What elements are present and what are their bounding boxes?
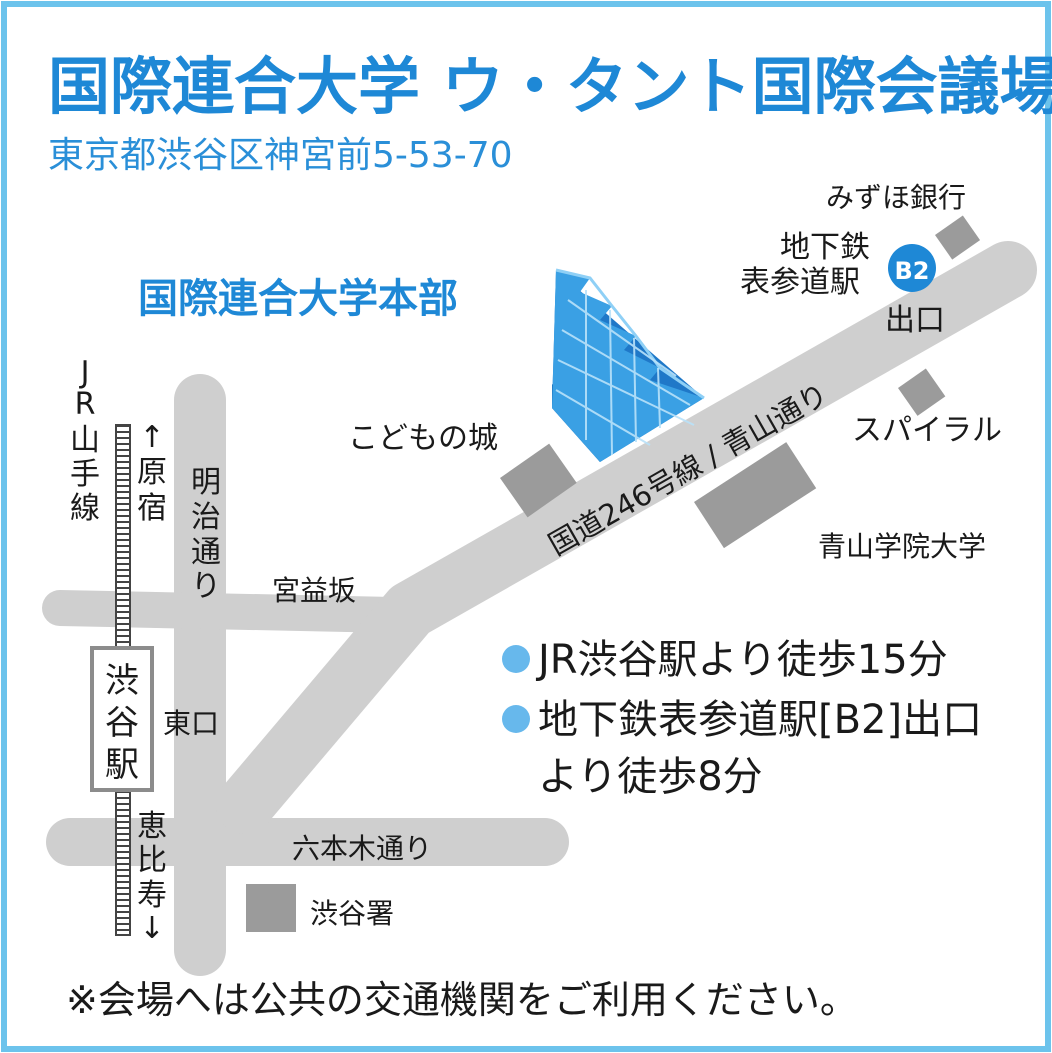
exit-label: 出口	[885, 303, 945, 338]
roppongi-dori-label: 六本木通り	[292, 832, 432, 865]
access-subway: 地下鉄表参道駅[B2]出口	[538, 697, 982, 743]
svg-text:原: 原	[137, 455, 167, 490]
unu-hq-building-icon	[552, 268, 705, 462]
shibuya-station-box	[90, 646, 154, 792]
b2-exit-badge-text: B2	[895, 257, 930, 285]
svg-text:渋: 渋	[105, 661, 139, 701]
subway-label: 地下鉄	[780, 230, 870, 265]
harajuku-direction: ↑ 原 宿	[137, 420, 167, 526]
unu-hq-label: 国際連合大学本部	[138, 276, 458, 322]
svg-text:恵: 恵	[137, 809, 167, 844]
svg-text:線: 線	[70, 491, 100, 526]
svg-text:治: 治	[191, 500, 221, 535]
bullet-icon	[502, 645, 530, 673]
svg-text:駅: 駅	[105, 745, 139, 785]
svg-text:↓: ↓	[139, 911, 164, 946]
bullet-icon	[502, 705, 530, 733]
svg-text:手: 手	[70, 457, 100, 492]
aoyama-gakuin-block	[694, 442, 817, 549]
shibuya-station-label: 渋 谷 駅	[105, 661, 139, 785]
svg-text:山: 山	[70, 423, 100, 458]
svg-text:り: り	[191, 569, 221, 604]
road-route246	[216, 241, 1037, 834]
svg-text:明: 明	[191, 465, 221, 500]
spiral-label: スパイラル	[852, 413, 1002, 448]
kodomo-no-shiro-block	[499, 443, 577, 518]
svg-text:R: R	[75, 387, 96, 422]
svg-text:通: 通	[191, 535, 221, 570]
road-network	[42, 241, 1037, 976]
public-transport-note: ※会場へは公共の交通機関をご利用ください。	[66, 978, 858, 1022]
svg-text:J: J	[79, 355, 90, 390]
road-miyamasu	[42, 590, 413, 633]
aoyama-gakuin-label: 青山学院大学	[818, 530, 986, 563]
miyamasu-zaka-label: 宮益坂	[272, 574, 356, 607]
access-info: JR渋谷駅より徒歩15分 地下鉄表参道駅[B2]出口 より徒歩8分	[502, 637, 982, 800]
ebisu-direction: 恵 比 寿 ↓	[137, 809, 167, 946]
svg-text:谷: 谷	[105, 703, 139, 743]
svg-text:宿: 宿	[137, 491, 167, 526]
mizuho-block	[935, 215, 981, 260]
shibuya-police-block	[246, 884, 296, 932]
access-subway-walk: より徒歩8分	[538, 754, 763, 800]
venue-address: 東京都渋谷区神宮前5-53-70	[48, 135, 513, 176]
meiji-dori-label: 明 治 通 り	[191, 465, 221, 604]
kodomo-no-shiro-label: こどもの城	[348, 421, 498, 456]
svg-text:↑: ↑	[139, 420, 164, 455]
shibuya-police-label: 渋谷署	[310, 897, 394, 930]
spiral-block	[898, 368, 946, 416]
svg-text:比: 比	[137, 843, 167, 878]
omotesando-station-label: 表参道駅	[740, 265, 860, 300]
mizuho-bank-label: みずほ銀行	[826, 181, 966, 214]
svg-text:寿: 寿	[137, 878, 167, 913]
venue-title: 国際連合大学 ウ・タント国際会議場	[48, 50, 1052, 123]
access-jr: JR渋谷駅より徒歩15分	[535, 637, 948, 683]
east-exit-label: 東口	[163, 707, 219, 740]
b2-exit-badge	[888, 244, 936, 292]
jr-line-label: J R 山 手 線	[70, 355, 100, 526]
